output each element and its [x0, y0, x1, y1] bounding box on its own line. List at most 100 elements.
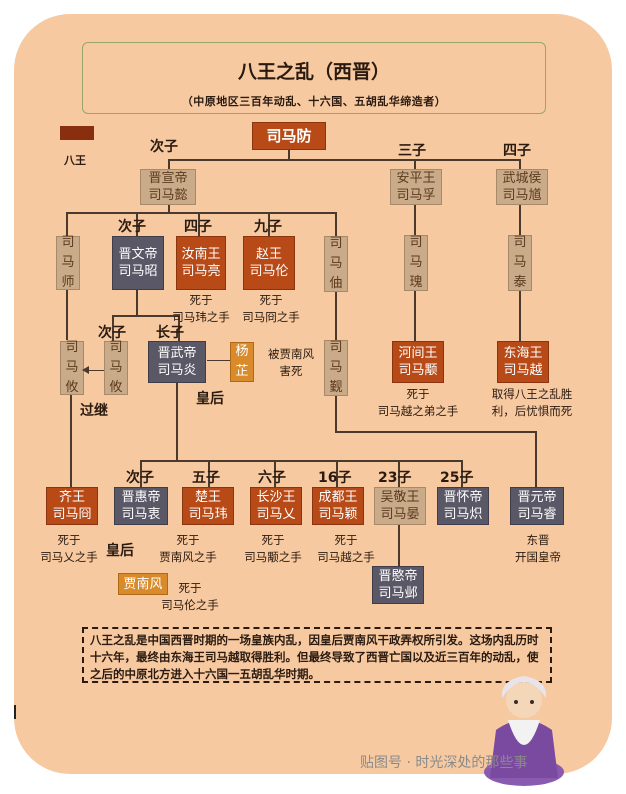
note-line: 死于: [259, 293, 283, 307]
node-line: 司马越: [503, 363, 543, 378]
node-line: 武城侯: [502, 171, 542, 186]
note-line: 死于: [178, 581, 202, 595]
note-wei2-death: 死于 贾南风之手: [148, 532, 228, 566]
arrow-left-icon: [82, 366, 89, 374]
note-ai-death: 死于 司马颙之手: [232, 532, 314, 566]
adoption-label: 过继: [80, 403, 108, 419]
node-line: 马: [109, 360, 123, 375]
connector: [140, 460, 462, 462]
node-simakui: 武城侯 司马馗: [496, 169, 548, 205]
node-line: 司: [513, 235, 527, 250]
node-line: 觐: [329, 380, 343, 395]
node-line: 司马伦: [249, 264, 289, 279]
gen-label: 次子: [118, 219, 146, 235]
legend-label: 八王: [64, 154, 86, 167]
empress-label: 皇后: [196, 391, 224, 407]
node-line: 司: [109, 340, 123, 355]
note-line: 死于: [189, 293, 213, 307]
node-line: 司马晏: [380, 507, 420, 522]
node-simaai: 长沙王 司马乂: [250, 487, 302, 525]
connector: [66, 212, 336, 214]
node-simazhong: 晋惠帝 司马衷: [114, 487, 168, 525]
connector: [398, 460, 400, 488]
node-line: 芷: [235, 364, 249, 379]
node-simalun: 赵王 司马伦: [243, 236, 295, 290]
node-line: 伷: [329, 276, 343, 291]
connector: [414, 291, 416, 341]
node-simayan: 晋武帝 司马炎: [148, 341, 206, 383]
note-line: 死于: [176, 533, 200, 547]
gen-label: 五子: [192, 470, 220, 486]
node-simafu: 安平王 司马孚: [390, 169, 442, 205]
connector: [168, 159, 520, 161]
page-subtitle: （中原地区三百年动乱、十六国、五胡乱华缔造者）: [181, 95, 447, 108]
connector: [112, 315, 180, 317]
node-simazhou: 司 马 伷: [324, 236, 348, 292]
gen-label: 23子: [378, 470, 412, 486]
note-line: 司马越之手: [317, 550, 375, 564]
node-line: 司马炽: [443, 507, 483, 522]
connector: [84, 370, 104, 371]
connector: [168, 205, 170, 213]
connector: [535, 431, 537, 487]
legend-swatch: [60, 126, 94, 140]
note-line: 司马乂之手: [40, 550, 98, 564]
node-line: 晋文帝: [118, 247, 158, 262]
node-line: 马: [61, 255, 75, 270]
node-line: 长沙王: [256, 490, 296, 505]
node-line: 司马睿: [517, 507, 557, 522]
node-line: 司马衷: [121, 507, 161, 522]
node-line: 晋武帝: [157, 346, 197, 361]
node-line: 攸: [109, 380, 123, 395]
connector: [268, 212, 270, 236]
node-simayi: 晋宣帝 司马懿: [140, 169, 196, 205]
connector: [70, 395, 72, 487]
note-line: 贾南风之手: [159, 550, 217, 564]
connector: [136, 212, 138, 236]
gen-label: 四子: [503, 143, 531, 159]
connector: [519, 159, 521, 169]
note-jianfeng-death: 死于 司马伦之手: [150, 580, 230, 614]
text-cursor: [14, 705, 16, 719]
note-line: 司马冏之手: [242, 310, 300, 324]
node-line: 师: [61, 275, 75, 290]
node-line: 泰: [513, 275, 527, 290]
node-line: 司马冏: [52, 507, 92, 522]
node-line: 东海王: [503, 346, 543, 361]
note-line: 死于: [261, 533, 285, 547]
node-simajiong: 齐王 司马冏: [46, 487, 98, 525]
node-line: 司马颖: [318, 507, 358, 522]
connector: [176, 383, 178, 461]
gen-label: 25子: [440, 470, 474, 486]
summary-box: 八王之乱是中国西晋时期的一场皇族内乱，因皇后贾南风干政弄权所引发。这场内乱历时十…: [82, 627, 552, 683]
connector: [335, 431, 537, 433]
watermark: 贴图号 · 时光深处的那些事: [360, 755, 528, 771]
node-simatai: 司 马 泰: [508, 235, 532, 291]
node-line: 成都王: [318, 490, 358, 505]
node-line: 晋愍帝: [378, 569, 418, 584]
note-yong-death: 死于 司马越之弟之手: [366, 386, 470, 420]
note-line: 害死: [279, 364, 303, 378]
note-line: 死于: [57, 533, 81, 547]
gen-label: 三子: [398, 143, 426, 159]
node-simawei-chu: 楚王 司马玮: [182, 487, 234, 525]
connector: [336, 460, 338, 488]
connector: [168, 159, 170, 169]
note-line: 司马越之弟之手: [377, 404, 459, 418]
connector: [178, 315, 180, 341]
note-line: 开国皇帝: [515, 550, 561, 564]
node-line: 贾南风: [123, 576, 163, 592]
connector: [140, 460, 142, 488]
node-line: 司马昭: [118, 264, 158, 279]
node-simayong: 河间王 司马颙: [392, 341, 444, 383]
node-line: 晋惠帝: [121, 490, 161, 505]
node-simazhao: 晋文帝 司马昭: [112, 236, 164, 290]
node-line: 杨: [235, 344, 249, 359]
node-line: 瑰: [409, 275, 423, 290]
connector: [136, 290, 138, 316]
node-line: 马: [65, 360, 79, 375]
node-line: 司: [409, 235, 423, 250]
node-line: 司马乂: [256, 507, 296, 522]
note-rui: 东晋 开国皇帝: [502, 532, 574, 566]
node-simajin: 司 马 觐: [324, 340, 348, 396]
